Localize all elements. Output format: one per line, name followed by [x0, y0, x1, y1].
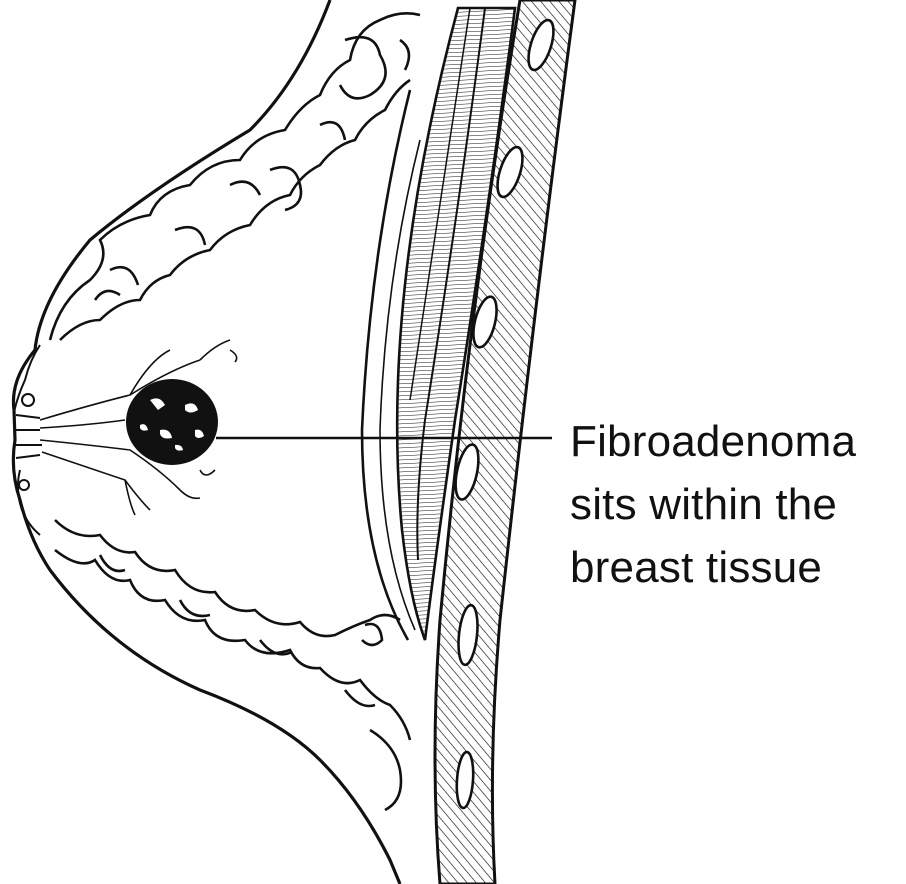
callout-line-2: sits within the — [570, 480, 838, 529]
upper-lobules — [48, 12, 421, 341]
fascia-line — [360, 89, 412, 641]
callout-line-3: breast tissue — [570, 543, 823, 592]
callout-label: Fibroadenoma sits within the breast tiss… — [570, 410, 900, 599]
milk-ducts — [39, 339, 238, 516]
nipple — [13, 344, 42, 536]
callout-line-1: Fibroadenoma — [570, 417, 857, 466]
fibroadenoma-mass — [126, 379, 218, 465]
breast-outline — [11, 0, 402, 884]
chest-wall — [433, 0, 577, 884]
lower-lobules — [54, 519, 412, 812]
